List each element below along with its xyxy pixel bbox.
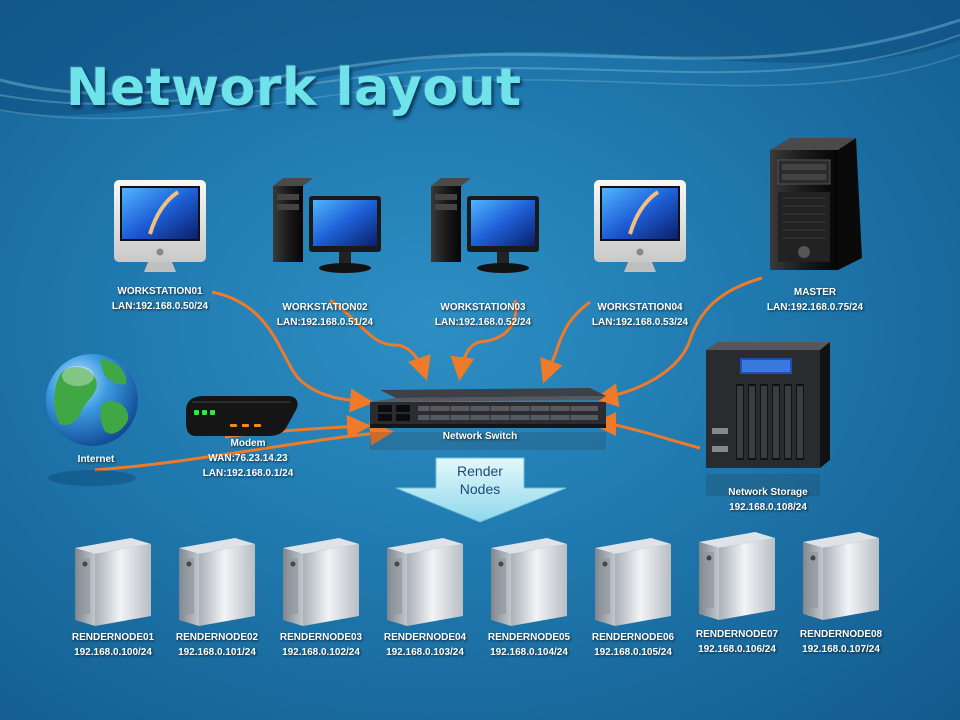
page-title: Network layout: [66, 58, 522, 118]
rendernode-ip: 192.168.0.107/24: [802, 644, 880, 655]
workstation-1-icon: [114, 180, 206, 272]
network-switch-icon: [370, 388, 606, 450]
rendernode-7-icon: [699, 532, 775, 620]
workstation-lan: LAN:192.168.0.53/24: [591, 317, 689, 328]
workstation-name: WORKSTATION01: [117, 286, 203, 297]
workstation-lan: LAN:192.168.0.52/24: [434, 317, 532, 328]
rendernode-4-label: RENDERNODE04 192.168.0.103/24: [384, 630, 466, 660]
internet-label: Internet: [77, 454, 115, 465]
render-nodes-callout-text: Render Nodes: [400, 462, 560, 498]
rendernode-ip: 192.168.0.104/24: [490, 647, 568, 658]
workstation-name: WORKSTATION03: [440, 302, 526, 313]
arrow-internet: [94, 421, 394, 472]
rendernode-name: RENDERNODE06: [591, 632, 675, 643]
rendernode-8-label: RENDERNODE08 192.168.0.107/24: [800, 627, 882, 657]
rendernode-5-label: RENDERNODE05 192.168.0.104/24: [488, 630, 570, 660]
rendernode-ip: 192.168.0.103/24: [386, 647, 464, 658]
rendernode-1-icon: [75, 538, 151, 626]
rendernode-2-icon: [179, 538, 255, 626]
arrow-master: [594, 276, 763, 408]
callout-line1: Render: [457, 463, 503, 479]
rendernode-name: RENDERNODE05: [487, 632, 571, 643]
rendernode-6-icon: [595, 538, 671, 626]
rendernode-name: RENDERNODE01: [71, 632, 155, 643]
rendernode-7-label: RENDERNODE07 192.168.0.106/24: [696, 627, 778, 657]
workstation-lan: LAN:192.168.0.50/24: [111, 301, 209, 312]
rendernode-ip: 192.168.0.101/24: [178, 647, 256, 658]
rendernode-name: RENDERNODE08: [799, 629, 883, 640]
workstation-name: WORKSTATION02: [282, 302, 368, 313]
callout-line2: Nodes: [459, 481, 501, 497]
arrow-workstation01: [211, 290, 374, 413]
render-nodes-callout: [395, 457, 567, 523]
rendernode-5-icon: [491, 538, 567, 626]
rendernode-3-icon: [283, 538, 359, 626]
rendernode-name: RENDERNODE02: [175, 632, 259, 643]
rendernode-ip: 192.168.0.105/24: [594, 647, 672, 658]
workstation-2-icon: [273, 178, 381, 273]
rendernode-name: RENDERNODE04: [383, 632, 467, 643]
rendernode-4-icon: [387, 538, 463, 626]
arrow-workstation03: [450, 299, 518, 381]
rendernode-8-icon: [803, 532, 879, 620]
rendernode-name: RENDERNODE07: [695, 629, 779, 640]
rendernode-6-label: RENDERNODE06 192.168.0.105/24: [592, 630, 674, 660]
network-storage-icon: [706, 342, 830, 496]
modem-icon: [186, 396, 298, 436]
rendernode-name: RENDERNODE03: [279, 632, 363, 643]
master-server-icon: [770, 138, 862, 270]
network-switch-label: Network Switch: [442, 431, 518, 442]
workstation-name: WORKSTATION04: [597, 302, 683, 313]
rendernode-1-label: RENDERNODE01 192.168.0.100/24: [72, 630, 154, 660]
internet-globe-icon: [46, 354, 138, 486]
workstation-4-icon: [594, 180, 686, 272]
rendernode-3-label: RENDERNODE03 192.168.0.102/24: [280, 630, 362, 660]
rendernode-2-label: RENDERNODE02 192.168.0.101/24: [176, 630, 258, 660]
workstation-3-icon: [431, 178, 539, 273]
rendernode-ip: 192.168.0.106/24: [698, 644, 776, 655]
rendernode-ip: 192.168.0.100/24: [74, 647, 152, 658]
rendernode-ip: 192.168.0.102/24: [282, 647, 360, 658]
workstation-lan: LAN:192.168.0.51/24: [276, 317, 374, 328]
arrow-workstation02: [329, 298, 431, 381]
arrow-workstation04: [540, 300, 591, 384]
